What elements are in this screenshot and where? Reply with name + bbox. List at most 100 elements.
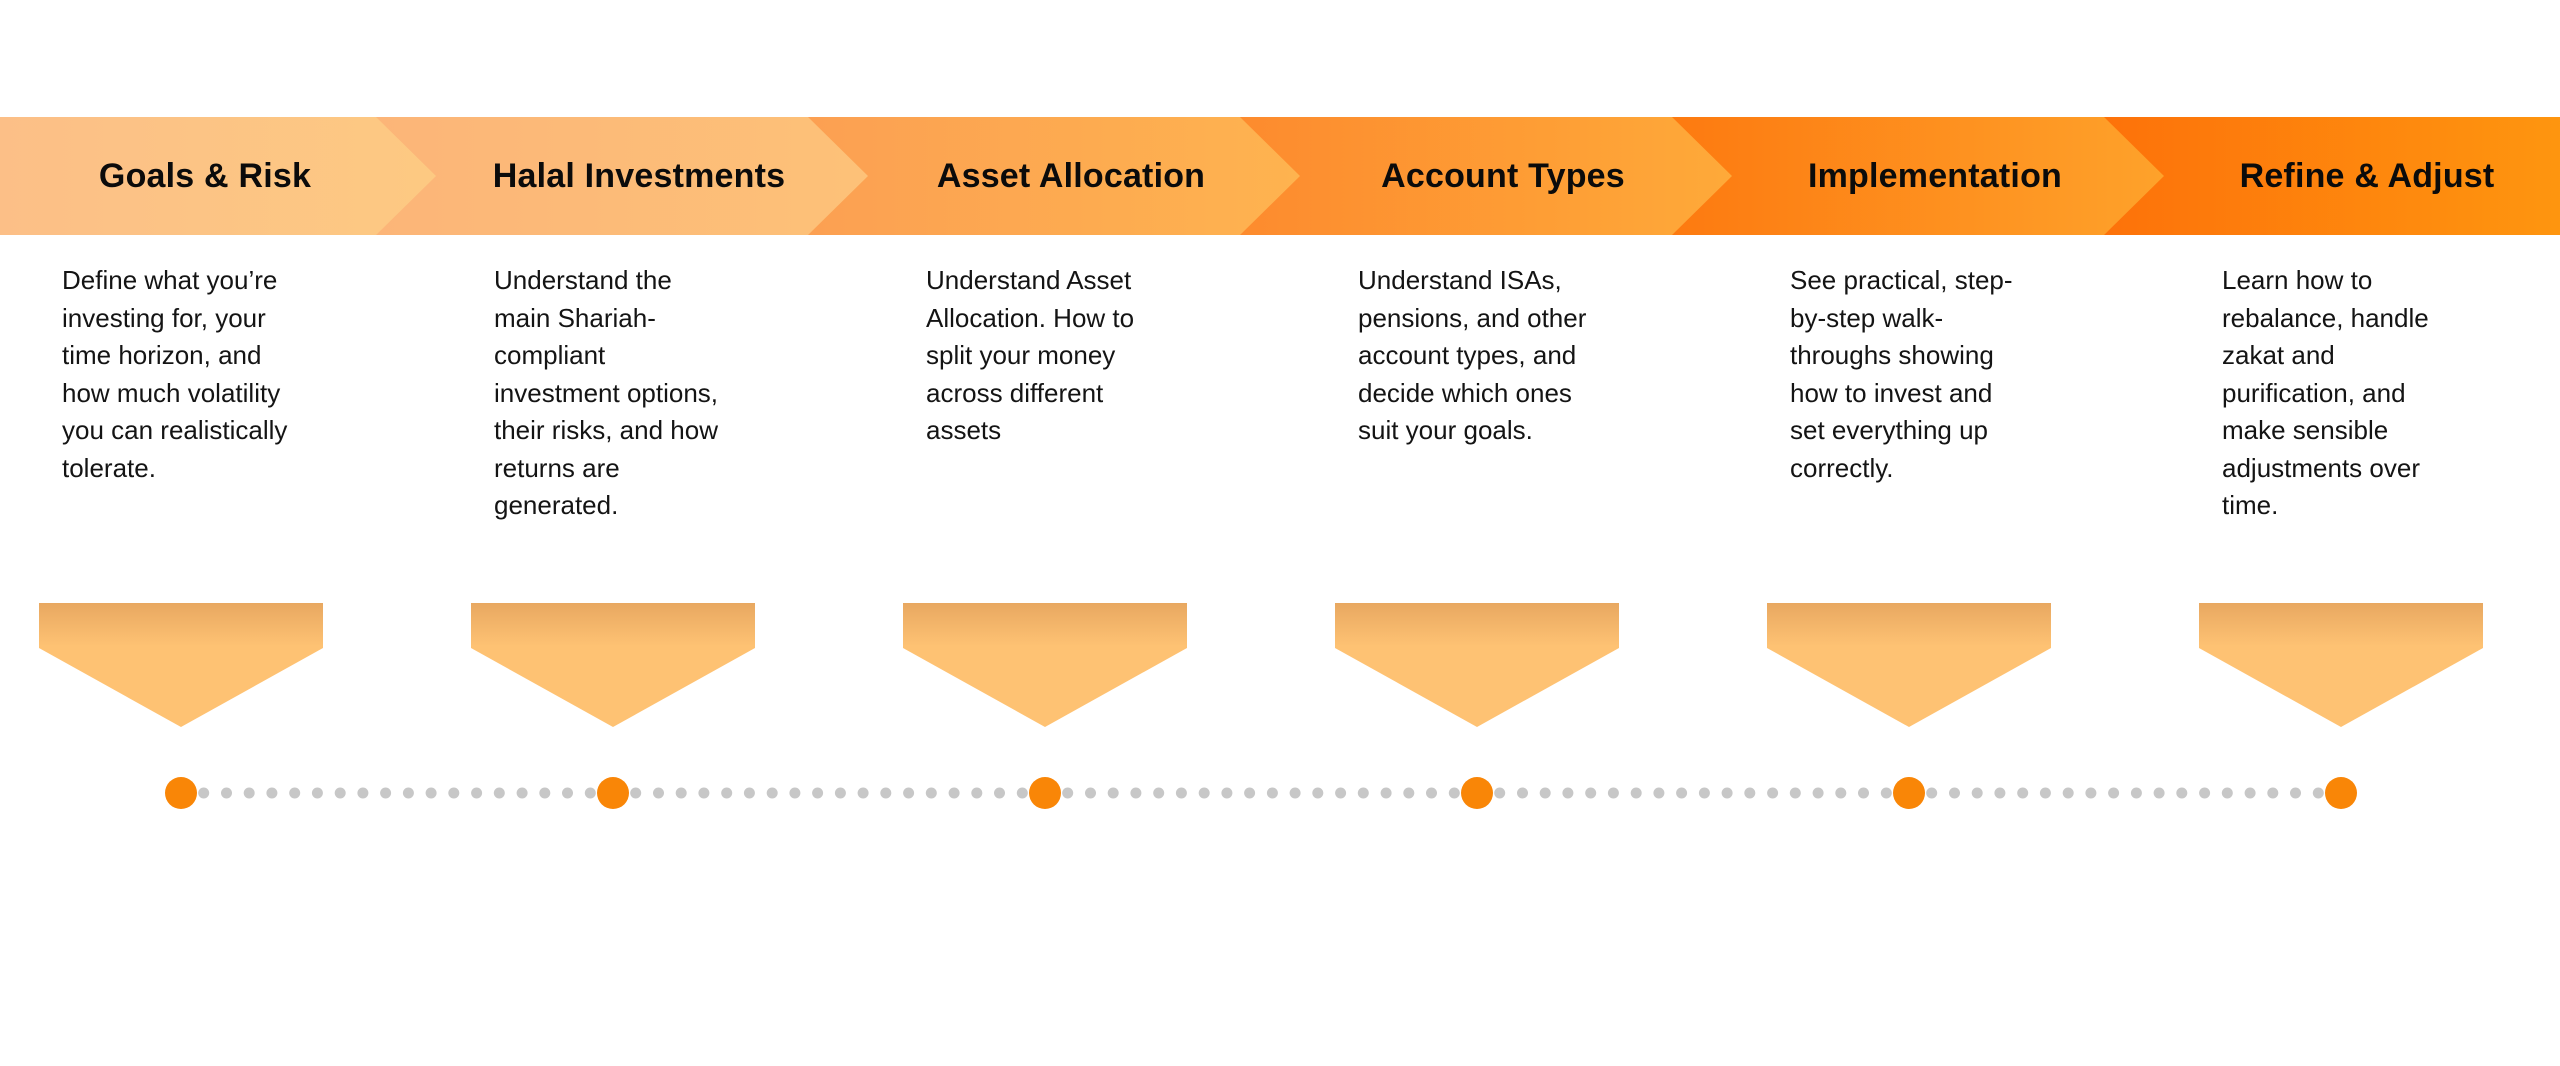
timeline-dot bbox=[584, 787, 596, 799]
timeline-dot bbox=[289, 787, 301, 799]
timeline-dot bbox=[2290, 787, 2301, 799]
timeline-dot bbox=[334, 787, 346, 799]
timeline-dot bbox=[1357, 787, 1369, 799]
timeline-dot bbox=[448, 787, 460, 799]
timeline-dot bbox=[721, 787, 733, 799]
timeline-dot bbox=[1585, 787, 1597, 799]
timeline-dot bbox=[1653, 787, 1665, 799]
timeline-dot bbox=[948, 787, 960, 799]
step-description-halal-investments: Understand the main Shariah- compliant i… bbox=[494, 265, 719, 520]
timeline-dot bbox=[903, 787, 915, 799]
chevron-arrow-asset-allocation bbox=[808, 117, 1324, 235]
timeline-node-asset-allocation bbox=[1029, 777, 1061, 809]
down-marker-halal-investments bbox=[471, 603, 755, 727]
down-marker-account-types bbox=[1335, 603, 1619, 727]
timeline-dot bbox=[925, 787, 937, 799]
timeline-dot bbox=[1835, 787, 1847, 799]
timeline-dot bbox=[1880, 787, 1892, 799]
step-description-account-types: Understand ISAs, pensions, and other acc… bbox=[1358, 265, 1587, 445]
timeline-dot bbox=[2199, 787, 2211, 799]
timeline-dot bbox=[994, 787, 1005, 799]
timeline-dot bbox=[2176, 787, 2188, 799]
timeline-dot bbox=[1312, 787, 1324, 799]
timeline-dot bbox=[1676, 787, 1688, 799]
timeline-dot bbox=[834, 787, 846, 799]
timeline-dot bbox=[1448, 787, 1460, 799]
timeline-dot bbox=[971, 787, 983, 799]
timeline-dot bbox=[1016, 787, 1028, 799]
timeline-dot bbox=[2108, 787, 2120, 799]
timeline-dot bbox=[1153, 787, 1165, 799]
step-title-implementation: Implementation bbox=[1807, 156, 2063, 195]
down-markers-layer bbox=[39, 603, 2483, 727]
timeline-dot bbox=[1130, 787, 1142, 799]
timeline-dot bbox=[880, 787, 892, 799]
down-marker-goals-risk bbox=[39, 603, 323, 727]
timeline-node-implementation bbox=[1893, 777, 1925, 809]
timeline-dot bbox=[1562, 787, 1574, 799]
timeline-node-account-types bbox=[1461, 777, 1493, 809]
step-description-refine-adjust: Learn how to rebalance, handle zakat and… bbox=[2222, 265, 2429, 520]
timeline-dot bbox=[1107, 787, 1119, 799]
timeline-dot bbox=[1858, 787, 1869, 799]
timeline-dot bbox=[1426, 787, 1437, 799]
timeline-dot bbox=[357, 787, 369, 799]
timeline-dot bbox=[1630, 787, 1642, 799]
timeline-dot bbox=[1812, 787, 1824, 799]
timeline-dot bbox=[1198, 787, 1210, 799]
timeline-dot bbox=[1403, 787, 1415, 799]
timeline-node-refine-adjust bbox=[2325, 777, 2357, 809]
timeline-dot bbox=[1221, 787, 1233, 799]
timeline-dot bbox=[311, 787, 323, 799]
timeline-dot bbox=[1994, 787, 2006, 799]
chevron-arrow-account-types bbox=[1240, 117, 1756, 235]
timeline-dot bbox=[2221, 787, 2233, 799]
timeline-dot bbox=[1789, 787, 1801, 799]
step-description-implementation: See practical, step- by-step walk- throu… bbox=[1790, 265, 2013, 483]
timeline-dot bbox=[1266, 787, 1278, 799]
timeline-dot bbox=[198, 787, 210, 799]
timeline-dot bbox=[1085, 787, 1096, 799]
timeline-dot bbox=[493, 787, 505, 799]
timeline-dot bbox=[1494, 787, 1506, 799]
timeline-dot bbox=[243, 787, 255, 799]
timeline-dot bbox=[857, 787, 869, 799]
timeline-dot bbox=[743, 787, 755, 799]
timeline-dot bbox=[653, 787, 664, 799]
timeline-dot bbox=[1335, 787, 1347, 799]
timeline-dot bbox=[630, 787, 642, 799]
step-description-asset-allocation: Understand Asset Allocation. How to spli… bbox=[926, 265, 1135, 445]
timeline-dot bbox=[1380, 787, 1392, 799]
down-marker-refine-adjust bbox=[2199, 603, 2483, 727]
timeline-dot bbox=[2039, 787, 2051, 799]
step-title-refine-adjust: Refine & Adjust bbox=[2239, 156, 2495, 195]
timeline-dot bbox=[2085, 787, 2097, 799]
timeline-dot bbox=[380, 787, 392, 799]
chevron-arrow-halal-investments bbox=[376, 117, 892, 235]
timeline-dot bbox=[2267, 787, 2279, 799]
timeline-dot bbox=[2153, 787, 2165, 799]
timeline-dot bbox=[2244, 787, 2256, 799]
timeline-dot bbox=[2130, 787, 2142, 799]
timeline-dot bbox=[516, 787, 528, 799]
timeline-dot bbox=[1926, 787, 1938, 799]
timeline-dot bbox=[562, 787, 573, 799]
timeline-dot bbox=[675, 787, 687, 799]
chevron-arrow-goals-risk bbox=[0, 117, 460, 235]
timeline-dot bbox=[1517, 787, 1528, 799]
timeline-dot bbox=[539, 787, 551, 799]
chevron-arrow-implementation bbox=[1672, 117, 2188, 235]
timeline-node-goals-risk bbox=[165, 777, 197, 809]
timeline-node-halal-investments bbox=[597, 777, 629, 809]
timeline-dot bbox=[1698, 787, 1710, 799]
step-title-halal-investments: Halal Investments bbox=[492, 156, 786, 195]
timeline-dot bbox=[766, 787, 778, 799]
timeline-dot bbox=[221, 787, 232, 799]
timeline-dot bbox=[2312, 787, 2324, 799]
timeline-dot bbox=[402, 787, 414, 799]
timeline-dot bbox=[1062, 787, 1074, 799]
step-title-asset-allocation: Asset Allocation bbox=[936, 156, 1206, 195]
step-title-account-types: Account Types bbox=[1381, 156, 1625, 195]
timeline-dot bbox=[1949, 787, 1960, 799]
